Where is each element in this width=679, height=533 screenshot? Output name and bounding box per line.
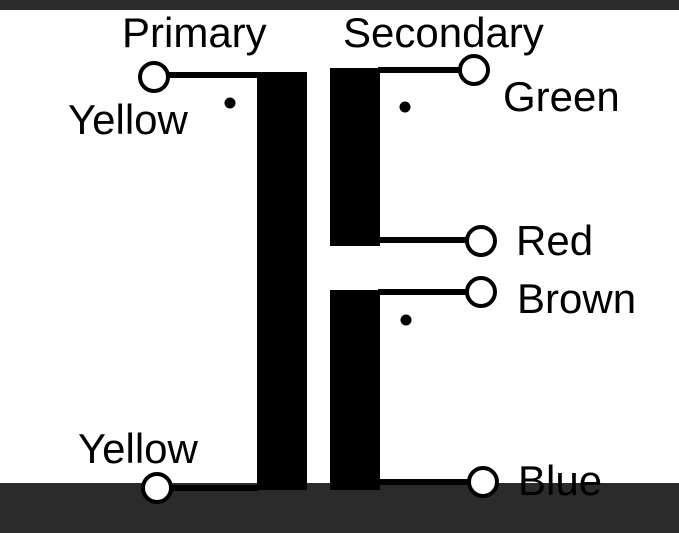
- primary-heading: Primary: [122, 9, 267, 56]
- primary-bottom-terminal: [141, 472, 173, 504]
- primary-bottom-wire-label: Yellow: [78, 425, 198, 472]
- secondary2-core-bar: [330, 290, 380, 490]
- secondary1-bottom-terminal: [465, 225, 497, 257]
- primary-top-wire-label: Yellow: [68, 96, 188, 143]
- secondary1-top-terminal: [458, 54, 490, 86]
- frame-bottom-band: [0, 483, 679, 528]
- secondary2-top-terminal: [465, 276, 497, 308]
- sec1-top-wire-label: Green: [503, 73, 620, 120]
- secondary1-polarity-dot: [399, 101, 411, 113]
- primary-polarity-dot: [224, 97, 236, 109]
- primary-top-terminal: [138, 61, 170, 93]
- frame-top-band: [0, 0, 679, 10]
- secondary-heading: Secondary: [343, 9, 544, 56]
- secondary1-core-bar: [330, 68, 380, 246]
- secondary2-bottom-terminal: [467, 466, 499, 498]
- primary-core-bar: [257, 72, 307, 490]
- sec1-bottom-wire-label: Red: [516, 217, 594, 264]
- sec2-bottom-wire-label: Blue: [518, 457, 603, 504]
- sec2-top-wire-label: Brown: [517, 275, 637, 322]
- secondary2-polarity-dot: [400, 314, 412, 326]
